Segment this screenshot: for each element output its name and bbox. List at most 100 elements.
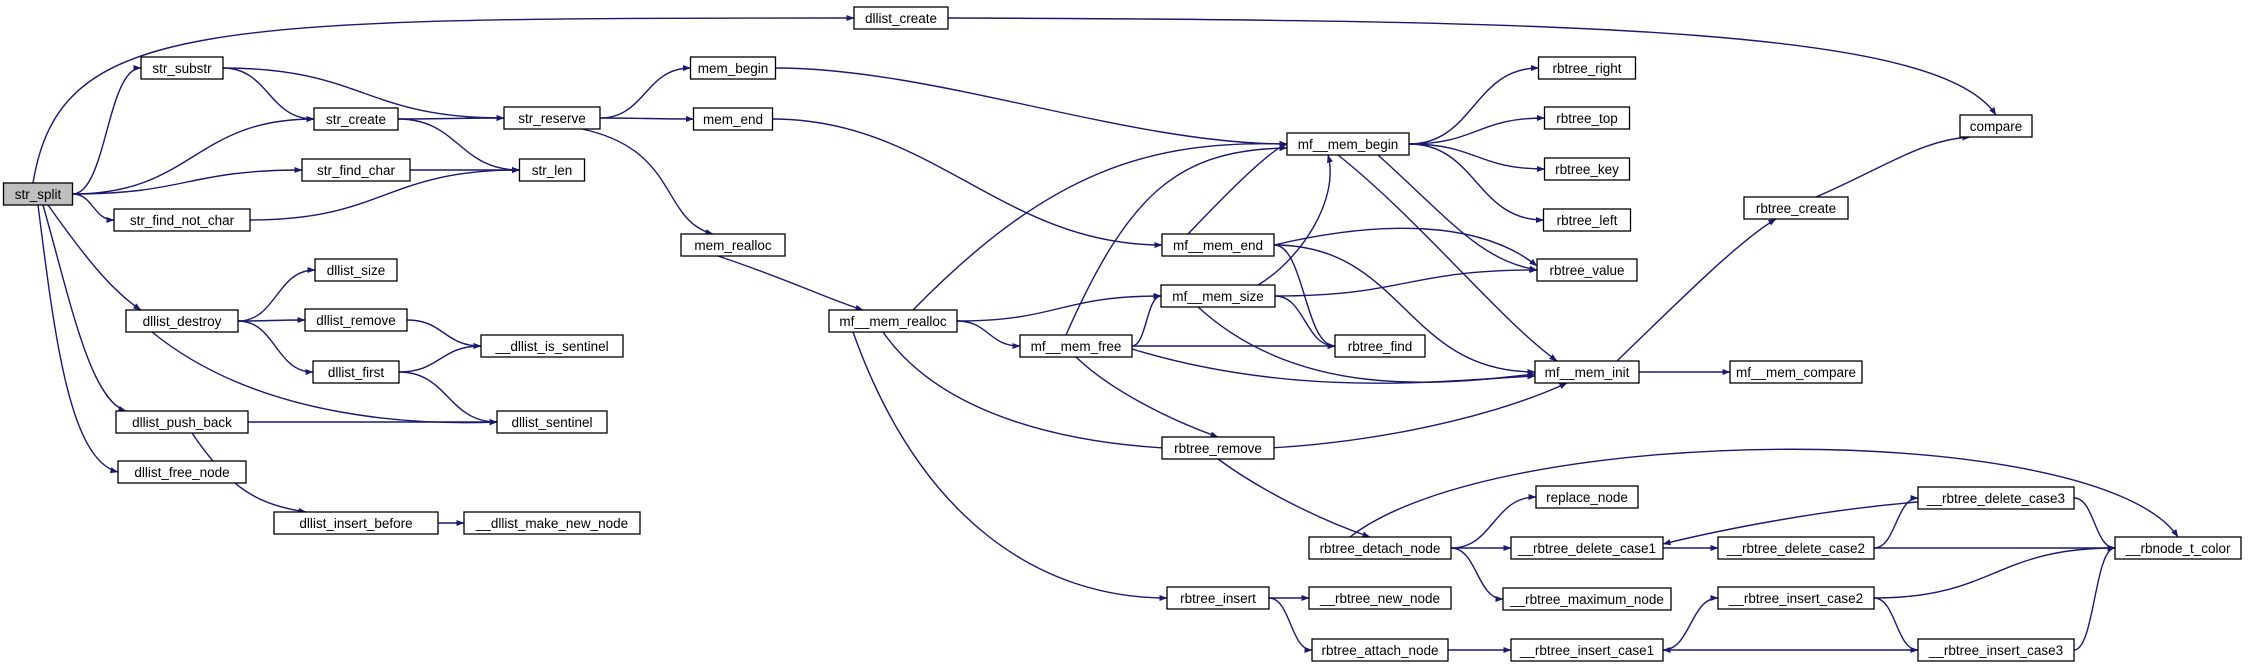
node-label: mem_realloc: [694, 238, 772, 253]
node-dllist-size[interactable]: dllist_size: [314, 258, 398, 282]
node-box: [1917, 486, 2075, 510]
edges-layer: [32, 14, 2179, 654]
node-compare[interactable]: compare: [1959, 114, 2033, 138]
edge-mf-mem-free-to-mf-mem-begin: [1065, 145, 1288, 336]
node-label: dllist_first: [328, 365, 385, 380]
node-box: [301, 158, 411, 182]
node-box: [1019, 334, 1133, 358]
node-str-create[interactable]: str_create: [313, 107, 399, 131]
node-dllist-first[interactable]: dllist_first: [312, 360, 400, 384]
edge-rbtree-detach-node-to-rbnode-t-color: [1349, 448, 2179, 538]
node-box: [1502, 587, 1672, 611]
node-replace-node[interactable]: replace_node: [1535, 485, 1639, 509]
node-box: [1308, 586, 1452, 610]
node-rbtree-top[interactable]: rbtree_top: [1543, 106, 1631, 130]
node-label: dllist_push_back: [132, 415, 232, 430]
node-box: [1959, 114, 2033, 138]
node-rbtree-left[interactable]: rbtree_left: [1542, 208, 1632, 232]
edge-mem-begin-to-mf-mem-begin: [775, 67, 1288, 148]
node-rbtree-right[interactable]: rbtree_right: [1537, 56, 1637, 80]
edge-rbtree-insert-case2-to-rbnode-t-color: [1873, 544, 2116, 599]
node-label: str_reserve: [518, 111, 586, 126]
node-dllist-destroy[interactable]: dllist_destroy: [125, 309, 239, 333]
node-rbtree-create[interactable]: rbtree_create: [1743, 196, 1849, 220]
node-rbtree-insert-case3[interactable]: __rbtree_insert_case3: [1917, 638, 2075, 662]
node-rbtree-insert-case2[interactable]: __rbtree_insert_case2: [1717, 586, 1875, 610]
node-label: rbtree_create: [1756, 201, 1836, 216]
node-mem-begin[interactable]: mem_begin: [689, 56, 777, 80]
edge-dllist-first-to-dllist-sentinel: [398, 371, 498, 426]
node-rbtree-maximum-node[interactable]: __rbtree_maximum_node: [1502, 587, 1672, 611]
node-mf-mem-compare[interactable]: mf__mem_compare: [1729, 360, 1863, 384]
node-box: [2, 182, 74, 206]
node-dllist-is-sentinel[interactable]: __dllist_is_sentinel: [480, 334, 624, 358]
node-box: [117, 460, 247, 484]
node-dllist-make-new-node[interactable]: __dllist_make_new_node: [463, 511, 641, 535]
node-dllist-free-node[interactable]: dllist_free_node: [117, 460, 247, 484]
node-mf-mem-init[interactable]: mf__mem_init: [1534, 360, 1640, 384]
edge-rbtree-delete-case3-to-rbtree-delete-case1: [1662, 501, 1919, 546]
node-box: [1308, 536, 1452, 560]
node-str-find-char[interactable]: str_find_char: [301, 158, 411, 182]
edge-mf-mem-begin-to-rbtree-left: [1408, 143, 1544, 224]
node-mf-mem-realloc[interactable]: mf__mem_realloc: [828, 309, 958, 333]
node-rbtree-attach-node[interactable]: rbtree_attach_node: [1311, 638, 1449, 662]
edge-str-split-to-dllist-push-back: [42, 204, 127, 412]
node-dllist-create[interactable]: dllist_create: [853, 6, 949, 30]
node-rbtree-value[interactable]: rbtree_value: [1536, 258, 1638, 282]
node-mem-end[interactable]: mem_end: [692, 107, 774, 131]
edge-str-split-to-dllist-free-node: [37, 204, 119, 474]
node-box: [125, 309, 239, 333]
node-rbnode-t-color[interactable]: __rbnode_t_color: [2114, 536, 2242, 560]
edge-str-split-to-str-create: [72, 115, 315, 195]
edge-str-reserve-to-mem-realloc: [581, 128, 714, 235]
node-rbtree-key[interactable]: rbtree_key: [1543, 157, 1631, 181]
node-box: [1743, 196, 1849, 220]
node-rbtree-insert-case1[interactable]: __rbtree_insert_case1: [1510, 638, 1664, 662]
edge-rbtree-detach-node-to-rbtree-maximum-node: [1450, 547, 1504, 603]
node-label: rbtree_key: [1555, 162, 1619, 177]
node-label: mf__mem_begin: [1298, 137, 1399, 152]
edge-rbtree-remove-to-rbtree-detach-node: [1217, 458, 1371, 538]
edge-rbtree-create-to-compare: [1815, 134, 1971, 198]
edge-mf-mem-free-to-mf-mem-size: [1131, 292, 1162, 347]
node-label: mf__mem_realloc: [839, 314, 947, 329]
node-label: __rbtree_insert_case2: [1728, 591, 1863, 606]
node-label: str_substr: [152, 61, 212, 76]
node-mf-mem-begin[interactable]: mf__mem_begin: [1286, 132, 1410, 156]
node-rbtree-delete-case3[interactable]: __rbtree_delete_case3: [1917, 486, 2075, 510]
node-str-substr[interactable]: str_substr: [140, 56, 224, 80]
node-rbtree-new-node[interactable]: __rbtree_new_node: [1308, 586, 1452, 610]
node-rbtree-insert[interactable]: rbtree_insert: [1166, 586, 1270, 610]
node-mf-mem-size[interactable]: mf__mem_size: [1160, 284, 1276, 308]
node-box: [1161, 233, 1275, 257]
node-rbtree-delete-case2[interactable]: __rbtree_delete_case2: [1717, 536, 1875, 560]
node-label: dllist_create: [865, 11, 937, 26]
edge-str-split-to-str-find-char: [72, 166, 303, 195]
edge-mf-mem-size-to-rbtree-value: [1274, 266, 1538, 297]
node-box: [1917, 638, 2075, 662]
node-rbtree-delete-case1[interactable]: __rbtree_delete_case1: [1510, 536, 1664, 560]
node-dllist-sentinel[interactable]: dllist_sentinel: [496, 410, 608, 434]
node-label: dllist_remove: [316, 313, 396, 328]
node-str-len[interactable]: str_len: [518, 158, 586, 182]
node-str-split[interactable]: str_split: [2, 182, 74, 206]
node-dllist-remove[interactable]: dllist_remove: [304, 308, 408, 332]
node-rbtree-find[interactable]: rbtree_find: [1334, 334, 1426, 358]
node-rbtree-remove[interactable]: rbtree_remove: [1161, 436, 1275, 460]
node-label: mf__mem_compare: [1736, 365, 1856, 380]
edge-str-split-to-dllist-destroy: [47, 204, 142, 311]
node-box: [853, 6, 949, 30]
node-mf-mem-end[interactable]: mf__mem_end: [1161, 233, 1275, 257]
node-mem-realloc[interactable]: mem_realloc: [680, 233, 786, 257]
node-dllist-insert-before[interactable]: dllist_insert_before: [273, 511, 439, 535]
node-rbtree-detach-node[interactable]: rbtree_detach_node: [1308, 536, 1452, 560]
node-label: __rbtree_insert_case3: [1928, 643, 2063, 658]
node-dllist-push-back[interactable]: dllist_push_back: [115, 410, 249, 434]
node-label: __rbtree_maximum_node: [1509, 592, 1664, 607]
node-str-find-not-char[interactable]: str_find_not_char: [113, 208, 251, 232]
node-box: [1536, 258, 1638, 282]
node-str-reserve[interactable]: str_reserve: [503, 106, 601, 130]
node-mf-mem-free[interactable]: mf__mem_free: [1019, 334, 1133, 358]
